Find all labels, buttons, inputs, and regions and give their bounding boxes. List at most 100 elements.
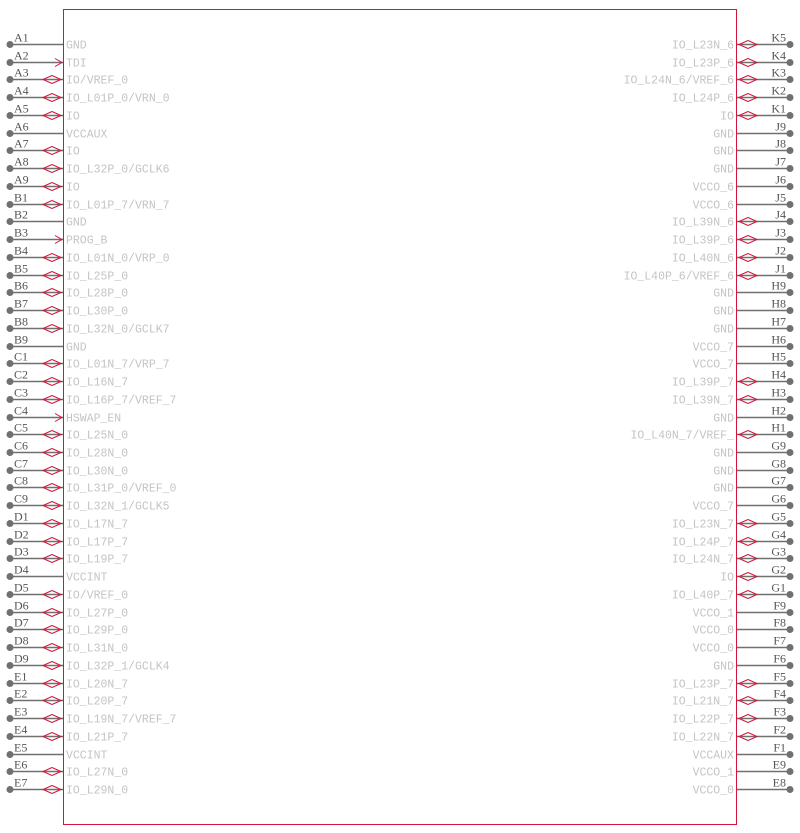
pin-endpoint-dot[interactable] [6,697,14,704]
pin-endpoint-dot[interactable] [786,573,794,580]
pin-endpoint-dot[interactable] [6,201,14,208]
pin-endpoint-dot[interactable] [6,59,14,66]
pin-endpoint-dot[interactable] [6,307,14,314]
pin-endpoint-dot[interactable] [6,165,14,172]
pin-endpoint-dot[interactable] [786,94,794,101]
pin-endpoint-dot[interactable] [6,768,14,775]
pin-endpoint-dot[interactable] [6,786,14,793]
pin-endpoint-dot[interactable] [786,201,794,208]
pin-endpoint-dot[interactable] [6,751,14,758]
pin-endpoint-dot[interactable] [6,467,14,474]
pin-endpoint-dot[interactable] [786,112,794,119]
pin-endpoint-dot[interactable] [6,378,14,385]
pin-endpoint-dot[interactable] [786,502,794,509]
pin-endpoint-dot[interactable] [786,768,794,775]
pin-endpoint-dot[interactable] [6,183,14,190]
pin-endpoint-dot[interactable] [786,609,794,616]
pin-endpoint-dot[interactable] [6,626,14,633]
pin-endpoint-dot[interactable] [6,449,14,456]
pin-endpoint-dot[interactable] [6,715,14,722]
pin-endpoint-dot[interactable] [786,449,794,456]
pin-endpoint-dot[interactable] [6,236,14,243]
pin-endpoint-dot[interactable] [786,520,794,527]
pin-endpoint-dot[interactable] [6,76,14,83]
pin-endpoint-dot[interactable] [6,431,14,438]
pin-endpoint-dot[interactable] [6,325,14,332]
pin-endpoint-dot[interactable] [6,218,14,225]
pin-endpoint-dot[interactable] [6,396,14,403]
pin-endpoint-dot[interactable] [786,76,794,83]
pin-endpoint-dot[interactable] [6,130,14,137]
pin-endpoint-dot[interactable] [6,502,14,509]
pin-endpoint-dot[interactable] [6,644,14,651]
pin-endpoint-dot[interactable] [786,626,794,633]
pin-endpoint-dot[interactable] [786,378,794,385]
pin-endpoint-dot[interactable] [6,733,14,740]
pin-endpoint-dot[interactable] [786,360,794,367]
pin-endpoint-dot[interactable] [786,591,794,598]
pin-endpoint-dot[interactable] [6,112,14,119]
pin-endpoint-dot[interactable] [6,94,14,101]
pin-endpoint-dot[interactable] [786,307,794,314]
pin-endpoint-dot[interactable] [6,254,14,261]
pin-endpoint-dot[interactable] [786,751,794,758]
pin-endpoint-dot[interactable] [6,484,14,491]
pin-endpoint-dot[interactable] [786,538,794,545]
pin-endpoint-dot[interactable] [786,733,794,740]
pin-endpoint-dot[interactable] [6,680,14,687]
pin-endpoint-dot[interactable] [6,591,14,598]
pin-endpoint-dot[interactable] [786,165,794,172]
pin-endpoint-dot[interactable] [6,343,14,350]
pin-endpoint-dot[interactable] [786,396,794,403]
pin-endpoint-dot[interactable] [786,59,794,66]
